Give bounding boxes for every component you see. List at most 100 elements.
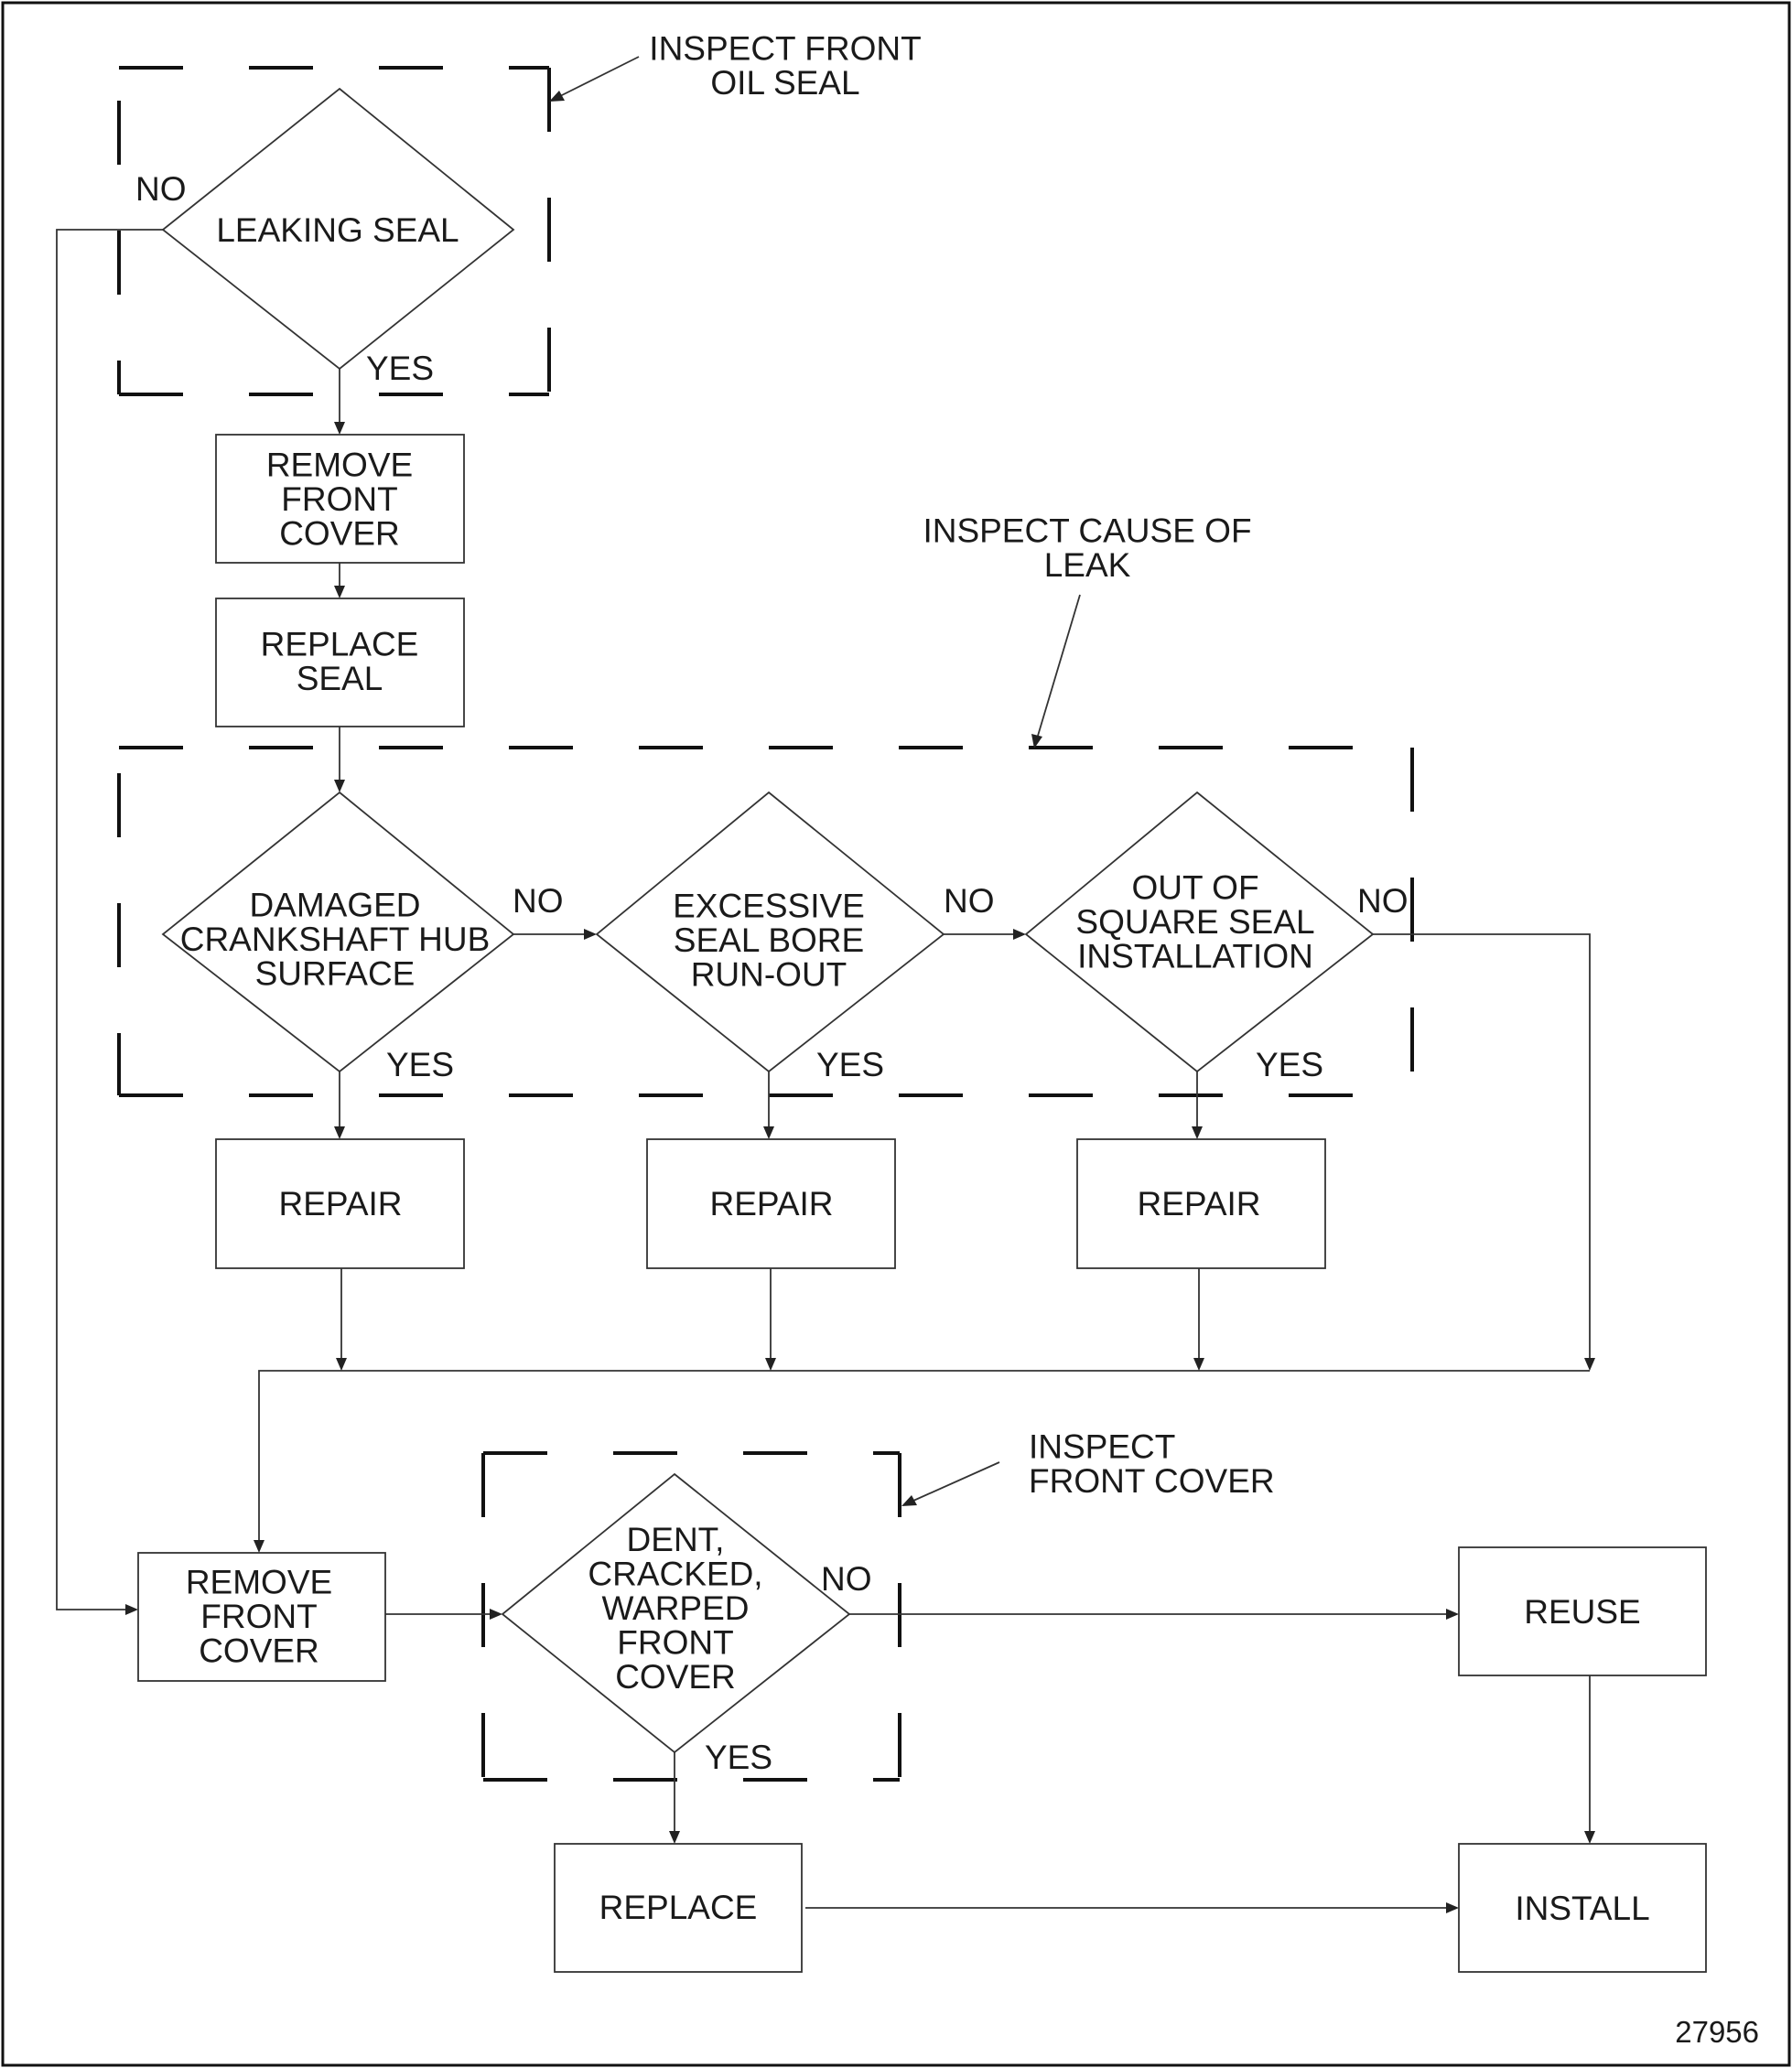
label-leaking-yes: YES [366,350,434,387]
process-replace-seal [215,598,465,727]
arrowhead [1446,1609,1459,1620]
process-repair-1 [215,1138,465,1269]
arrowhead [901,1495,917,1506]
square-no-connector [1373,933,1591,1363]
text-line: DENT, [627,1521,725,1558]
text-line: SEAL [297,660,383,697]
arrowhead [763,1126,774,1139]
node-text-reuse: REUSE [1524,1593,1640,1631]
text-line: COVER [615,1658,736,1696]
text-line: SURFACE [255,955,416,993]
label-square-no: NO [1357,882,1409,920]
process-remove-front-cover-top [215,434,465,564]
text-line: OIL SEAL [710,64,859,102]
text-line: REPAIR [1137,1185,1260,1222]
text-line: CRACKED, [588,1556,762,1593]
text-line: COVER [199,1632,319,1670]
process-reuse [1458,1546,1707,1676]
arrowhead [336,1358,347,1371]
arrowheads [125,422,1595,1913]
arrowhead [1192,1126,1203,1139]
arrowhead [1031,734,1042,749]
arrowhead [1013,929,1026,940]
connectors [56,229,1591,1909]
node-text-leaking-seal: LEAKING SEAL [216,211,459,249]
decision-damaged-crankshaft [161,791,515,1073]
process-repair-3 [1076,1138,1326,1269]
node-text-repair-1: REPAIR [278,1185,402,1222]
text-line: COVER [279,515,400,553]
text-line: EXCESSIVE [673,888,865,925]
text-line: INSPECT [1029,1427,1175,1465]
node-text-install: INSTALL [1515,1890,1649,1927]
text-line: REPAIR [278,1185,402,1222]
arrowhead [334,780,345,792]
text-line: FRONT COVER [1029,1462,1275,1500]
node-text-replace: REPLACE [599,1889,758,1926]
label-damaged-yes: YES [386,1046,454,1083]
decision-dent-cracked [501,1472,851,1754]
text-line: CRANKSHAFT HUB [180,921,491,958]
process-replace [554,1843,803,1973]
arrowhead [334,422,345,435]
text-line: INSTALLATION [1077,938,1313,975]
arrowhead [584,929,597,940]
text-line: REMOVE [266,447,413,484]
label-dent-yes: YES [705,1739,772,1776]
text-line: INSTALL [1515,1890,1649,1927]
arrowhead [765,1358,776,1371]
arrowhead [1584,1358,1595,1371]
arrowhead [490,1609,502,1620]
decision-out-of-square [1024,791,1375,1073]
label-damaged-no: NO [513,882,564,920]
node-text-repair-3: REPAIR [1137,1185,1260,1222]
text-line: FRONT [281,480,397,518]
text-line: LEAKING SEAL [216,211,459,249]
figure-number: 27956 [1675,2015,1759,2049]
label-excessive-yes: YES [816,1046,884,1083]
text-line: FRONT [200,1598,317,1635]
arrowhead [254,1540,264,1553]
label-dent-no: NO [821,1560,872,1598]
arrowhead [1193,1358,1204,1371]
node-text-repair-2: REPAIR [709,1185,833,1222]
decision-leaking-seal [161,87,515,371]
leader-oil-seal [559,56,640,97]
label-square-yes: YES [1256,1046,1323,1083]
text-line: REPLACE [599,1889,758,1926]
leader-front-cover [912,1461,1000,1502]
group-inspect-front-oil-seal [117,66,551,396]
text-line: REMOVE [186,1564,332,1601]
merge-bus-connector [258,1370,1590,1545]
process-remove-front-cover-bottom [137,1552,386,1682]
label-excessive-no: NO [944,882,995,920]
arrowhead [1446,1902,1459,1913]
leader-cause-of-leak [1037,594,1081,737]
callout-leaders [549,56,1081,1506]
arrowhead [334,586,345,598]
arrowhead [1584,1831,1595,1844]
text-line: SQUARE SEAL [1075,903,1314,941]
text-line: RUN-OUT [691,956,847,994]
decision-excessive-bore [595,791,945,1073]
text-line: REUSE [1524,1593,1640,1631]
group-inspect-front-cover [481,1451,901,1782]
text-line: WARPED [601,1589,749,1627]
text-line: DAMAGED [249,887,420,924]
arrowhead [549,91,565,102]
text-line: REPLACE [261,625,419,662]
process-repair-2 [646,1138,896,1269]
text-line: REPAIR [709,1185,833,1222]
text-line: LEAK [1044,546,1131,584]
text-line: OUT OF [1131,869,1258,907]
text-line: FRONT [617,1624,733,1662]
